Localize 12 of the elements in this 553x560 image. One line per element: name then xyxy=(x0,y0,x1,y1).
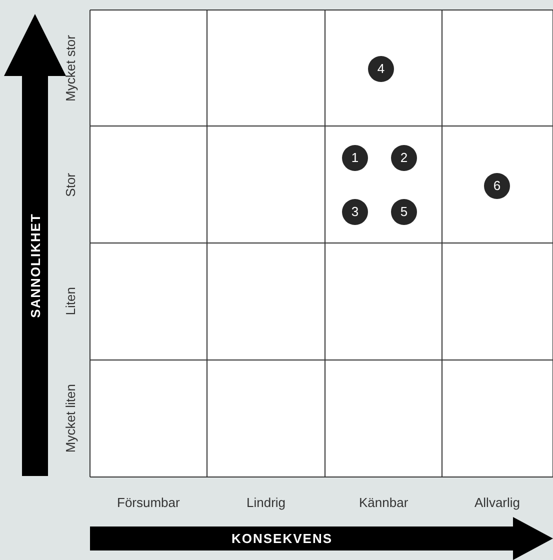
column-label: Allvarlig xyxy=(474,495,520,510)
row-label: Liten xyxy=(62,287,78,316)
column-label: Försumbar xyxy=(117,495,180,510)
axis-arrow xyxy=(90,517,553,560)
axis-title: SANNOLIKHET xyxy=(28,212,42,318)
axis-title: KONSEKVENS xyxy=(232,531,333,546)
column-label: Kännbar xyxy=(359,495,408,510)
axis-arrow xyxy=(4,14,66,476)
row-label: Mycket liten xyxy=(62,384,78,453)
row-label: Stor xyxy=(62,172,78,196)
row-label: Mycket stor xyxy=(62,35,78,102)
column-label: Lindrig xyxy=(246,495,286,510)
